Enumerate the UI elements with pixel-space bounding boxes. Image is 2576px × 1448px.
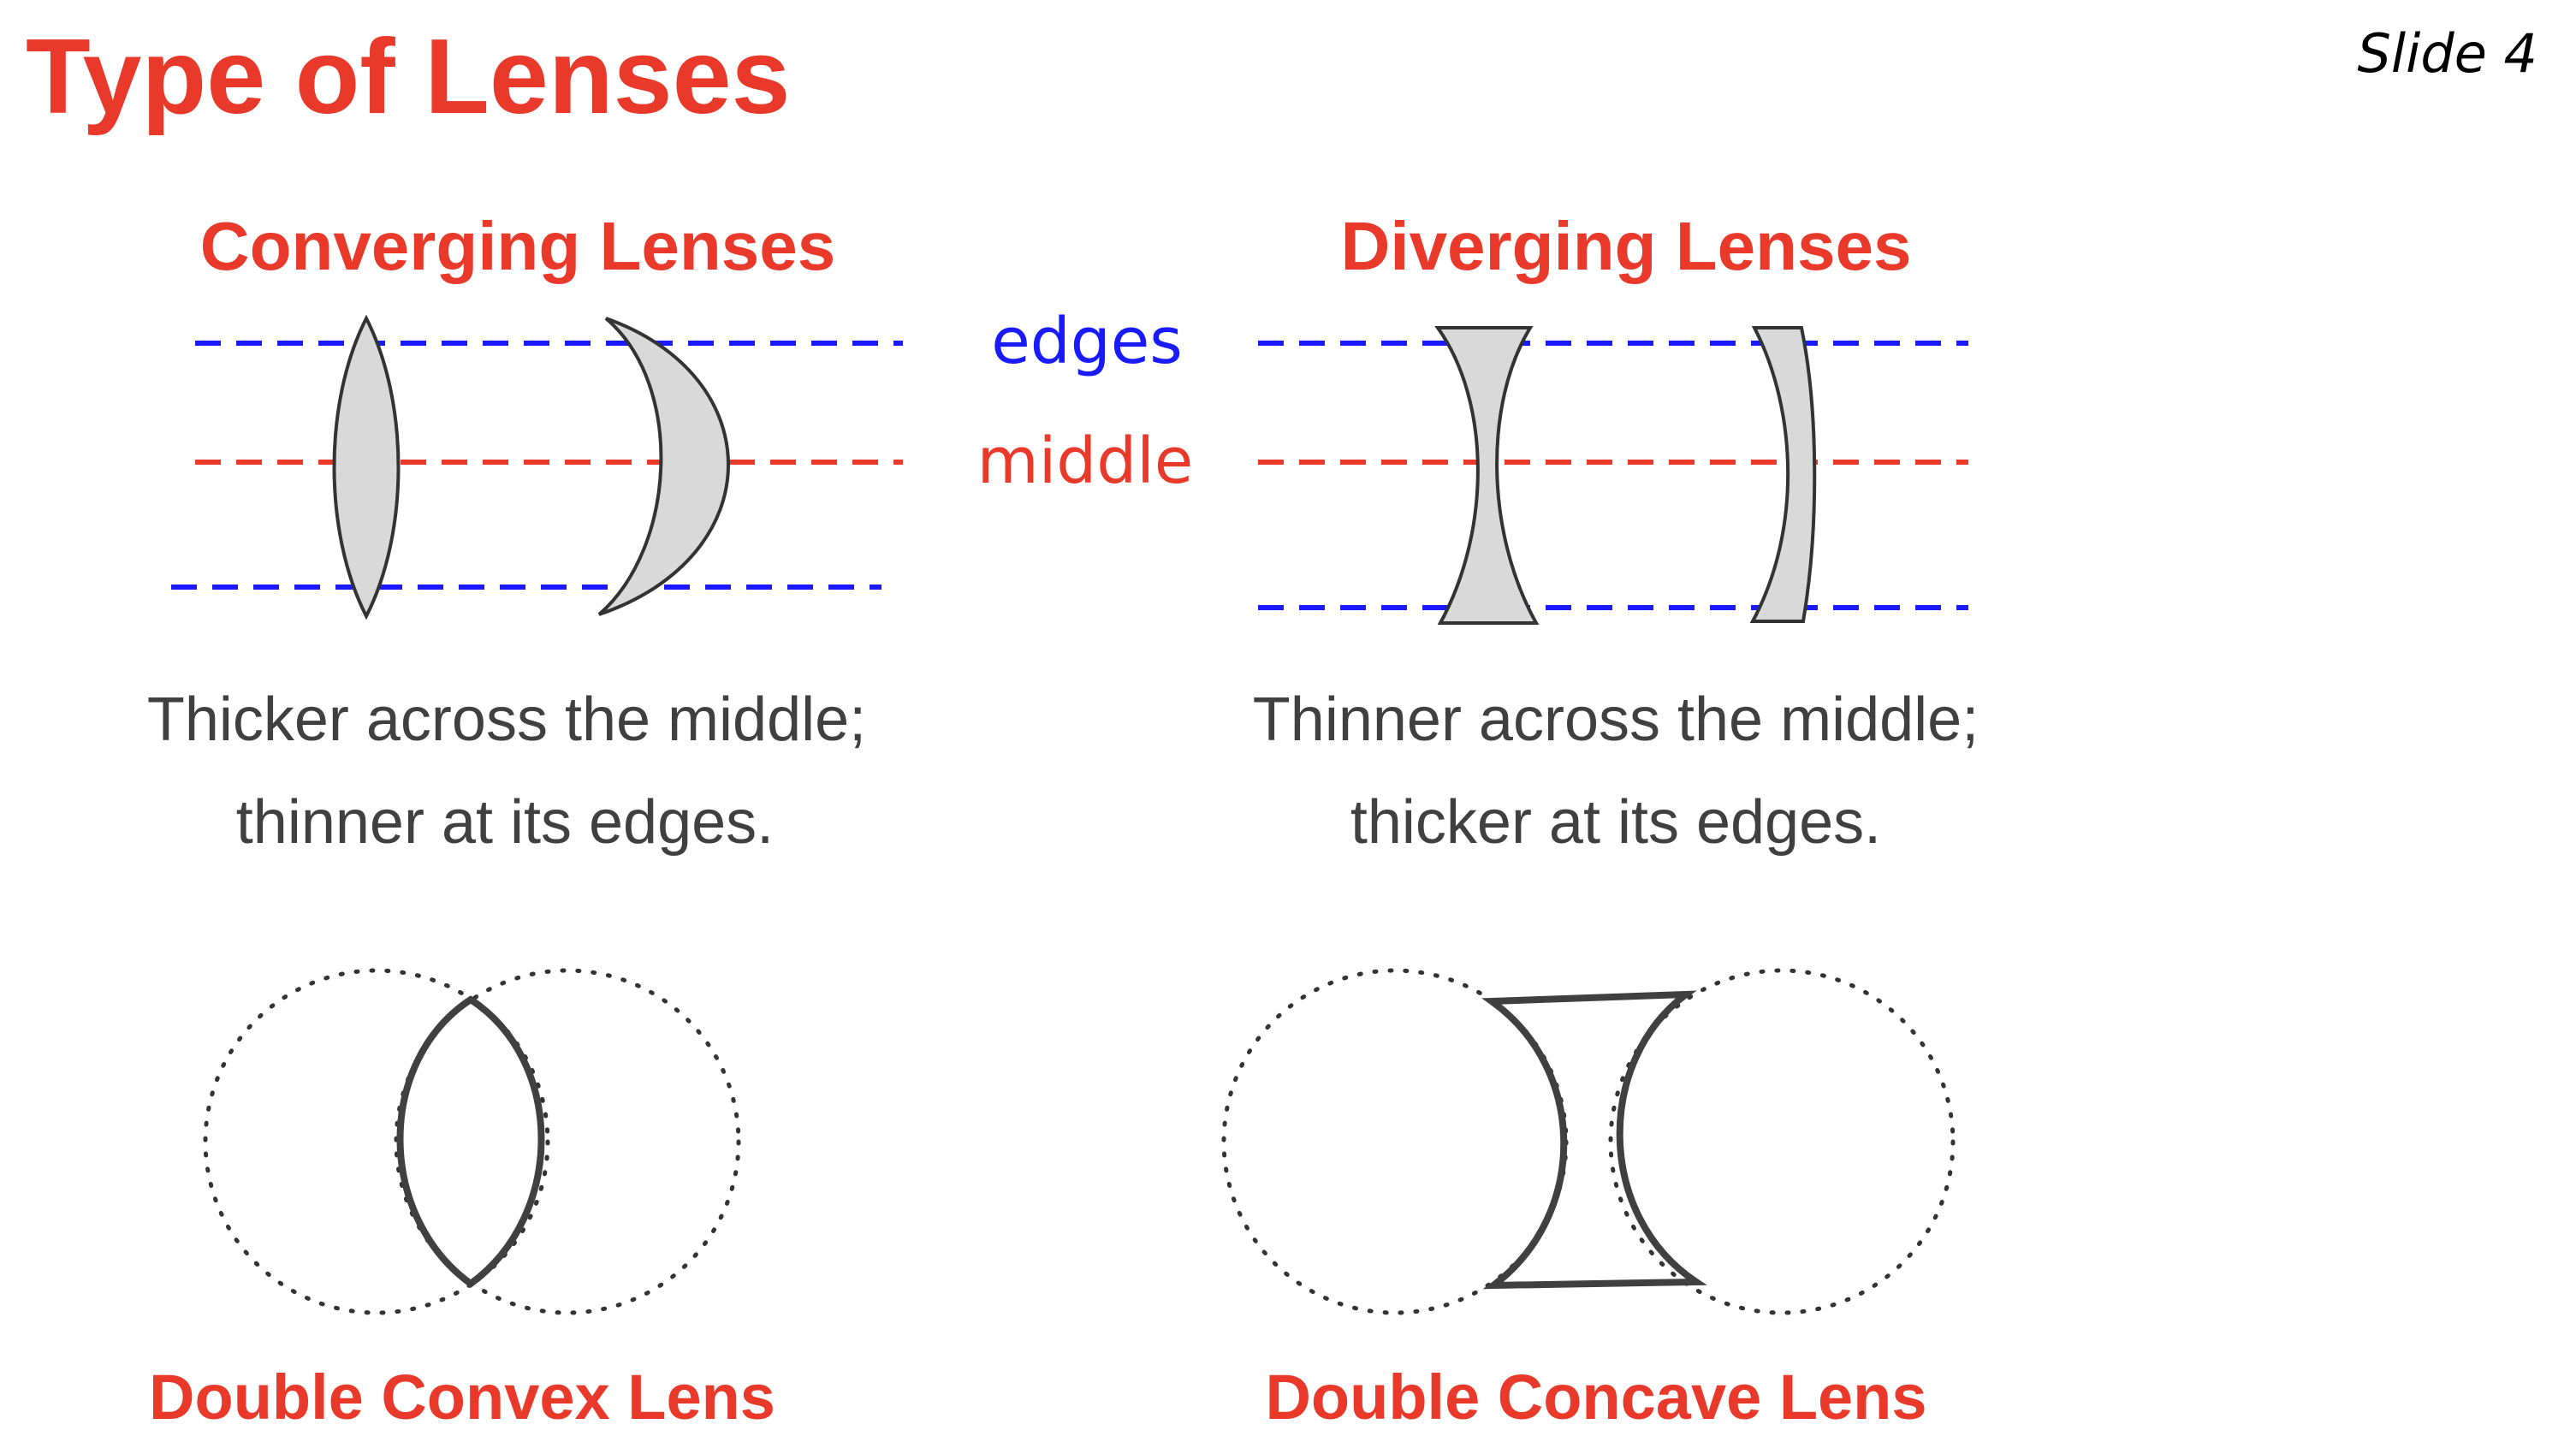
- meniscus-convex-lens-shape: [597, 317, 730, 616]
- diverging-description-line1: Thinner across the middle;: [1252, 685, 1979, 754]
- converging-description-line1: Thicker across the middle;: [146, 685, 867, 754]
- diverging-description-line2: thicker at its edges.: [1350, 788, 1882, 857]
- middle-label: middle: [976, 424, 1194, 498]
- biconcave-lens-shape: [1434, 326, 1540, 625]
- double-concave-caption: Double Concave Lens: [1265, 1362, 1927, 1433]
- diverging-heading: Diverging Lenses: [1340, 208, 1912, 284]
- slide-number: Slide 4: [2357, 22, 2537, 85]
- biconvex-lens-shape: [332, 314, 401, 620]
- double-concave-lens-outline: [1481, 990, 1707, 1290]
- converging-guides: [171, 341, 903, 590]
- concave-construction-circle-right: [1608, 968, 1956, 1315]
- meniscus-concave-lens-shape: [1749, 326, 1817, 623]
- double-convex-lens-outline: [396, 995, 545, 1288]
- slide-title: Type of Lenses: [26, 18, 791, 136]
- converging-description-line2: thinner at its edges.: [235, 788, 775, 857]
- edges-label: edges: [991, 305, 1183, 378]
- double-convex-caption: Double Convex Lens: [149, 1362, 775, 1433]
- converging-heading: Converging Lenses: [199, 208, 836, 284]
- convex-construction-circle-right: [394, 968, 741, 1315]
- diverging-guides: [1258, 341, 1968, 610]
- convex-construction-circle-left: [203, 968, 550, 1315]
